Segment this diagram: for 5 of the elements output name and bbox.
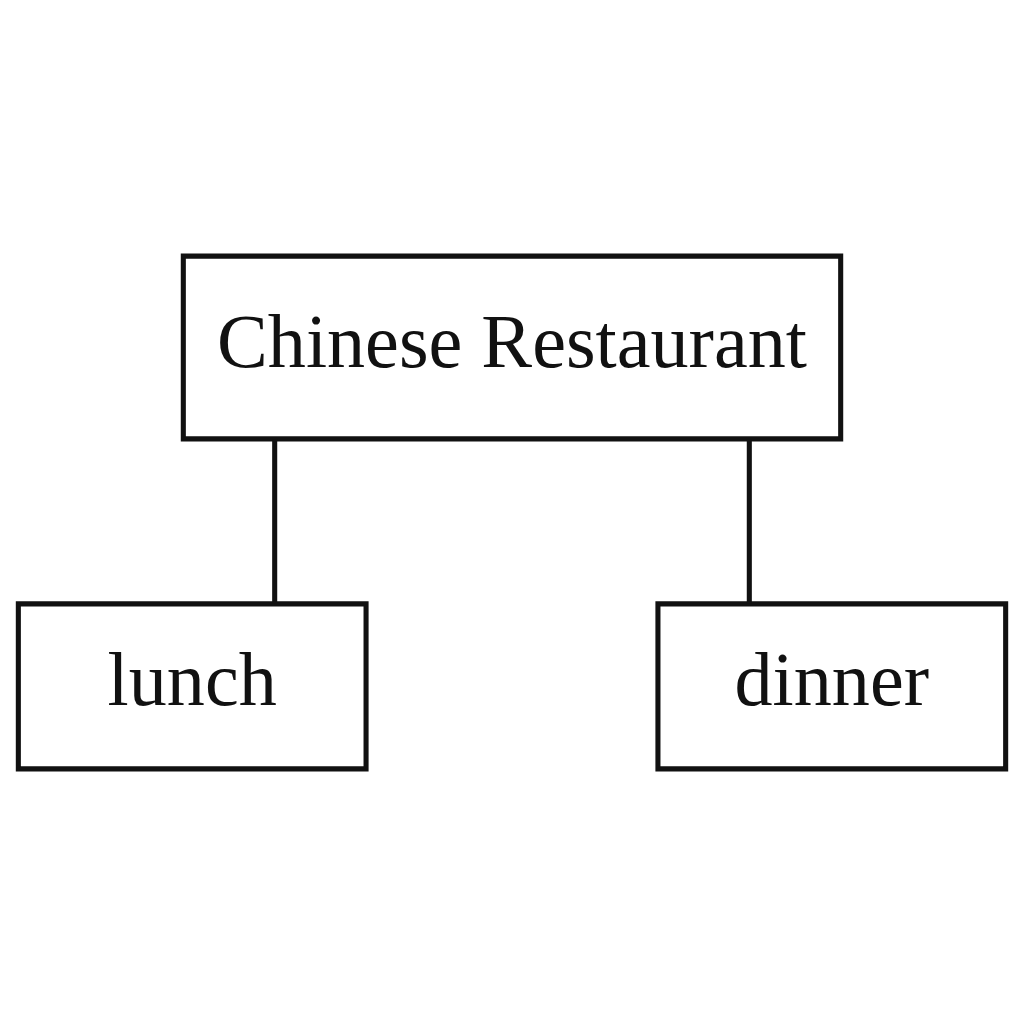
node-box: lunch [15, 600, 369, 771]
node-box: dinner [655, 600, 1009, 771]
connector [272, 438, 278, 604]
connector [746, 438, 752, 604]
node-box: Chinese Restaurant [180, 253, 844, 441]
